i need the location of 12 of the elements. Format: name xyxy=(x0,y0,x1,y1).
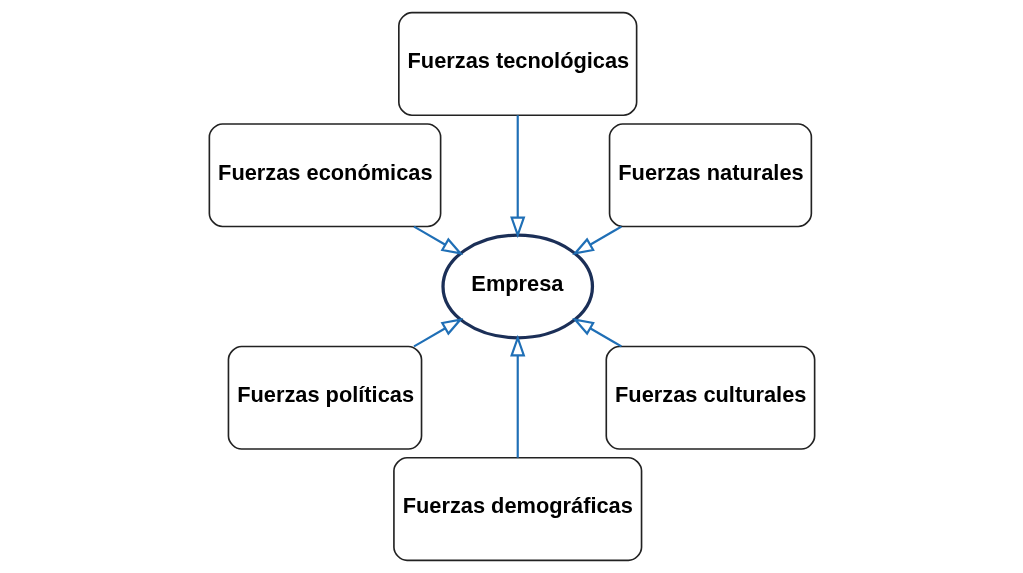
arrow xyxy=(509,115,525,239)
node-box: Fuerzas tecnológicas xyxy=(397,11,637,117)
node-box: Fuerzas políticas xyxy=(227,345,422,450)
node-box: Fuerzas económicas xyxy=(208,123,441,228)
arrow xyxy=(509,334,525,458)
arrow xyxy=(571,317,622,348)
arrow xyxy=(571,225,622,256)
node-box: Fuerzas naturales xyxy=(608,123,812,228)
node-box: Fuerzas demográficas xyxy=(392,456,642,562)
arrow xyxy=(413,225,463,256)
node-box: Fuerzas culturales xyxy=(604,345,815,450)
arrow xyxy=(413,317,463,348)
